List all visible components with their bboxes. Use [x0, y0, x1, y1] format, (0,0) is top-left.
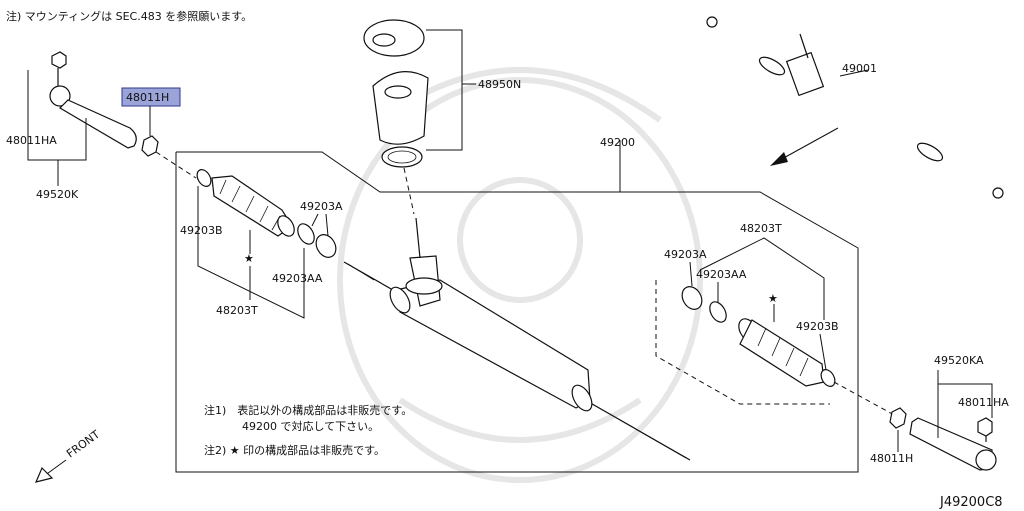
label-49203B-left[interactable]: 49203B [180, 224, 223, 237]
label-49203AA-left[interactable]: 49203AA [272, 272, 323, 285]
label-49203AA-right[interactable]: 49203AA [696, 268, 747, 281]
left-boot-clamp-small[interactable] [194, 167, 213, 189]
right-tie-rod-end[interactable] [909, 417, 997, 471]
label-49001[interactable]: 49001 [842, 62, 877, 75]
label-49203B-right[interactable]: 49203B [796, 320, 839, 333]
left-lock-nut[interactable] [141, 135, 159, 157]
right-lock-nut[interactable] [889, 407, 907, 429]
left-boot-ring[interactable] [312, 231, 340, 261]
watermark [337, 67, 703, 483]
right-boot-clamp-small[interactable] [818, 367, 837, 389]
label-48011HA-left[interactable]: 48011HA [6, 134, 57, 147]
assembly-outline [175, 151, 859, 473]
rack-housing[interactable] [343, 217, 691, 461]
label-49203A-left[interactable]: 49203A [300, 200, 343, 213]
label-48203T-right[interactable]: 48203T [740, 222, 782, 235]
label-48011HA-right[interactable]: 48011HA [958, 396, 1009, 409]
note-1-line-1: 注1) 表記以外の構成部品は非販売です。 [204, 403, 412, 417]
right-boot-ring[interactable] [678, 283, 706, 313]
direction-arrow [770, 127, 839, 166]
left-boot-clamp-large[interactable] [294, 221, 317, 247]
star-left: ★ [244, 252, 254, 265]
front-indicator: FRONT [34, 428, 102, 483]
header-note: 注) マウンティングは SEC.483 を参照願います。 [6, 9, 252, 23]
right-boot[interactable] [735, 316, 825, 387]
front-label: FRONT [64, 428, 102, 461]
mount-boot-assembly[interactable] [363, 19, 429, 168]
label-49520KA[interactable]: 49520KA [934, 354, 984, 367]
label-48011H-highlighted[interactable]: 48011H [126, 91, 169, 104]
label-48203T-left[interactable]: 48203T [216, 304, 258, 317]
right-boot-clamp-large[interactable] [706, 299, 729, 325]
label-49203A-right[interactable]: 49203A [664, 248, 707, 261]
label-48011H-bottom[interactable]: 48011H [870, 452, 913, 465]
label-48950N[interactable]: 48950N [478, 78, 521, 91]
label-49200[interactable]: 49200 [600, 136, 635, 149]
note-1-line-2: 49200 で対応して下さい。 [242, 419, 379, 433]
label-49520K[interactable]: 49520K [36, 188, 79, 201]
steering-gear-assembly[interactable] [706, 16, 1004, 199]
left-boot[interactable] [211, 175, 298, 239]
note-2: 注2) ★ 印の構成部品は非販売です。 [204, 443, 385, 457]
star-right: ★ [768, 292, 778, 305]
highlight-48011H [121, 87, 181, 107]
diagram-code: J49200C8 [939, 495, 1003, 510]
left-tie-rod-end[interactable] [49, 51, 137, 149]
